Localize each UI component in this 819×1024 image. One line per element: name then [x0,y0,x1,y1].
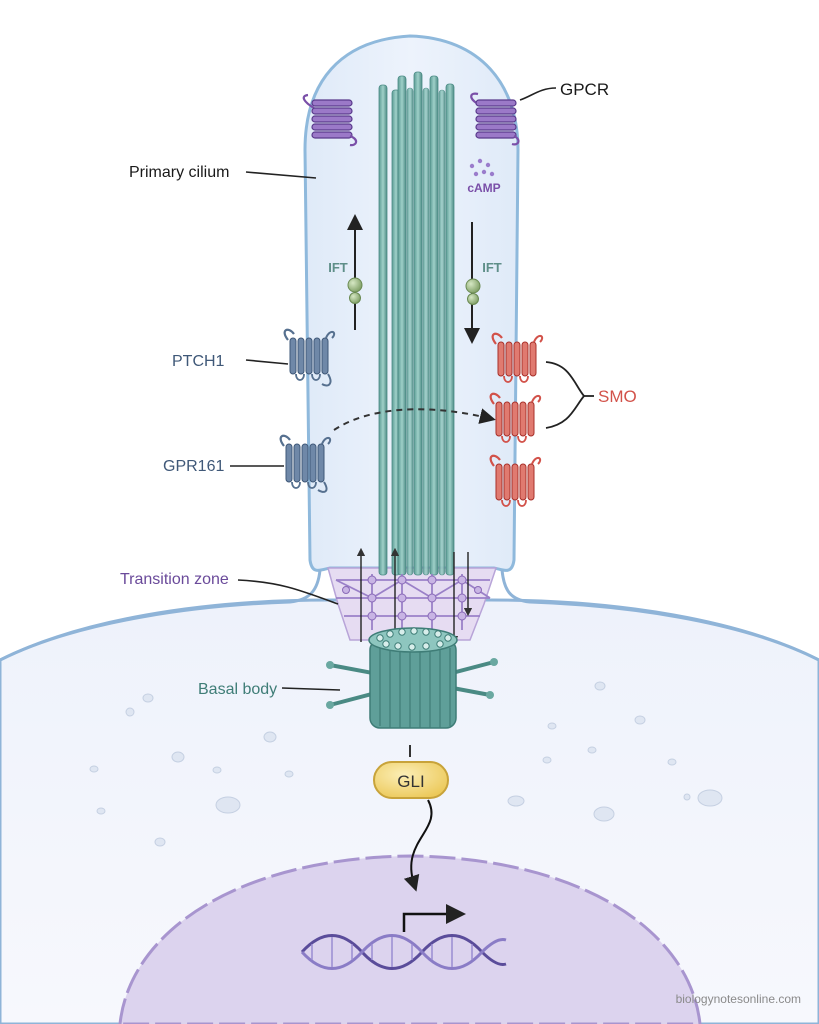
basal-body [326,627,498,729]
ift-up-label: IFT [328,260,348,275]
smo-receptor-3 [489,454,542,507]
ptch1-smo-dashed-arrow [333,408,496,431]
camp-molecules [469,158,495,177]
ptch1-label: PTCH1 [172,353,225,370]
transition-zone-transport-arrows [356,547,473,645]
watermark: biologynotesonline.com [676,992,801,1006]
leader-lines [230,87,557,691]
basal-body-label: Basal body [198,681,277,698]
gpcr-receptor-left [302,93,358,147]
primary-cilium-label: Primary cilium [129,164,229,181]
gli-to-nucleus-arrow [403,799,433,892]
gli-label: GLI [397,772,424,791]
smo-bracket [545,361,586,429]
gpcr-receptor-right [470,92,520,146]
axoneme [378,71,455,576]
smo-receptor-1 [491,332,544,383]
transition-zone-label: Transition zone [120,571,229,588]
transcription-start-arrow [402,904,466,932]
ciliary-pocket-right [500,569,819,662]
smo-receptor-2 [489,392,542,443]
smo-label: SMO [598,387,637,406]
dna-helix [300,934,507,970]
ptch1-receptor [283,328,336,387]
gpr161-label: GPR161 [163,458,224,475]
ciliary-pocket-left [0,569,322,662]
cytoplasm-vesicles [89,681,723,847]
ift-anterograde [347,214,363,330]
gpr161-receptor [279,434,332,493]
gli-protein: GLI [373,761,449,799]
gpcr-label: GPCR [560,80,609,99]
camp-label: cAMP [467,181,500,195]
transition-zone-nodes [342,575,482,621]
ift-down-label: IFT [482,260,502,275]
ift-retrograde [464,222,481,344]
